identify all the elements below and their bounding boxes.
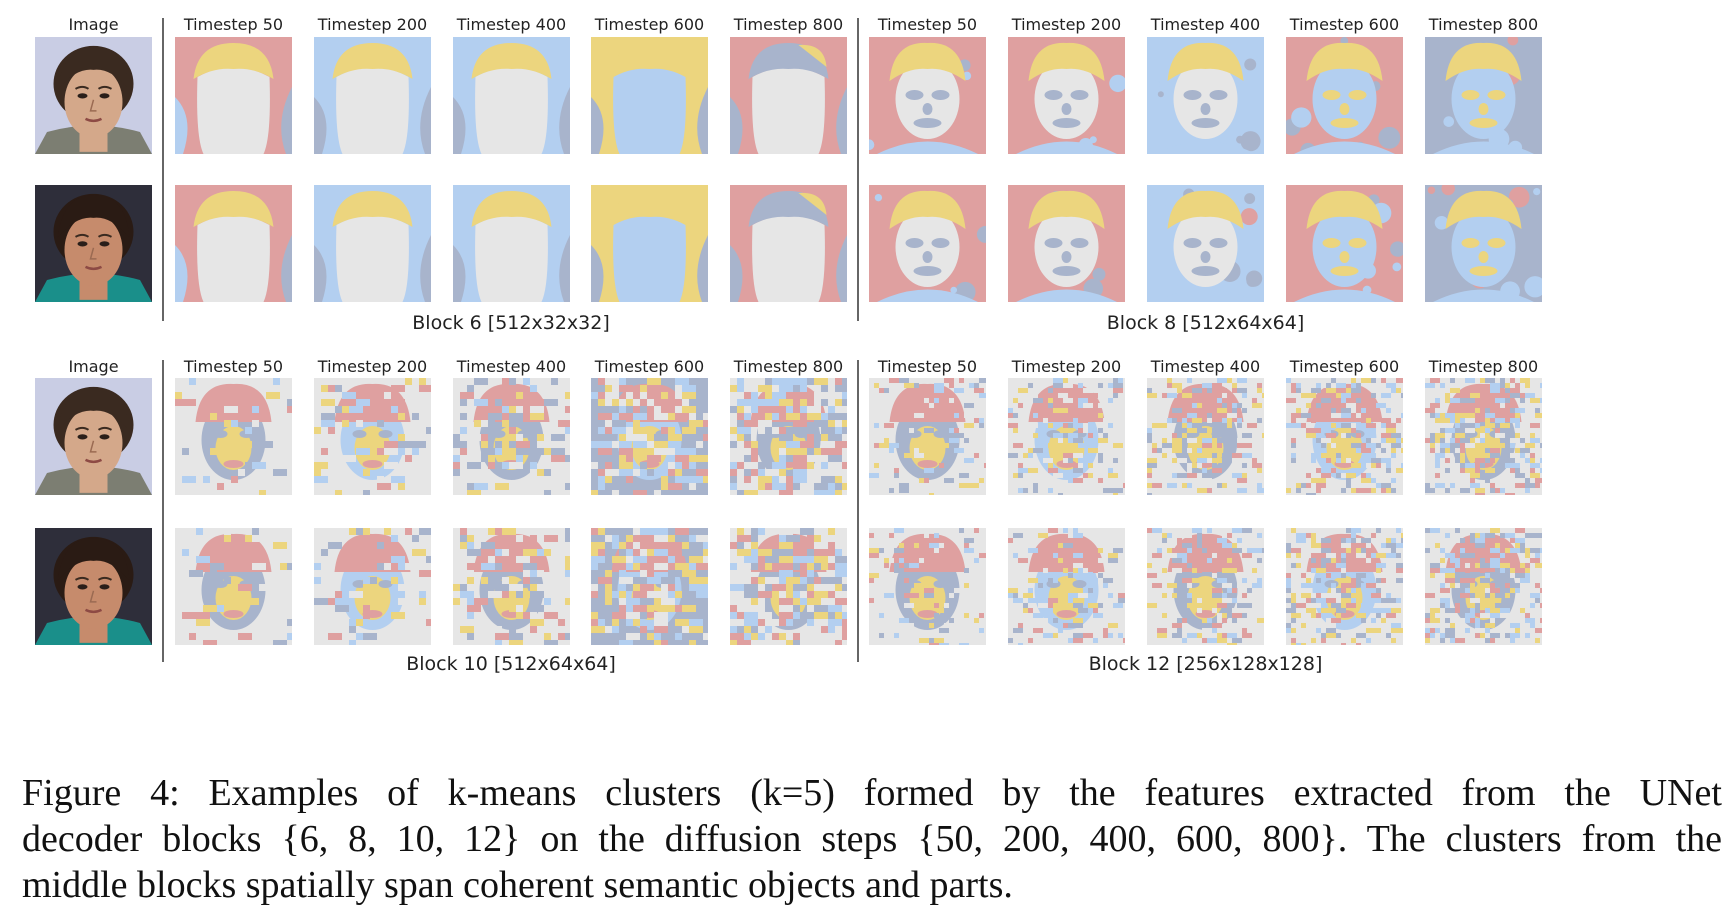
timestep-header-4: Timestep 600: [594, 15, 704, 34]
cluster-map: [1008, 37, 1125, 154]
block-label: Block 12 [256x128x128]: [1089, 653, 1323, 675]
cluster-map: [1147, 37, 1264, 154]
timestep-header-5: Timestep 800: [733, 357, 843, 376]
cluster-map: [1008, 378, 1125, 495]
timestep-header-1: Timestep 50: [183, 357, 283, 376]
cluster-map: [730, 378, 847, 495]
timestep-header-4: Timestep 600: [1289, 15, 1399, 34]
face-image-2: [35, 528, 152, 645]
cluster-map: [314, 378, 431, 495]
timestep-header-2: Timestep 200: [1011, 15, 1121, 34]
cluster-map: [1425, 37, 1542, 154]
cluster-map: [175, 528, 292, 645]
cluster-map: [453, 378, 570, 495]
cluster-map: [453, 37, 570, 154]
cluster-map: [1286, 528, 1403, 645]
cluster-map: [1286, 378, 1403, 495]
timestep-header-4: Timestep 600: [1289, 357, 1399, 376]
cluster-map: [175, 37, 292, 154]
cluster-map: [1147, 528, 1264, 645]
timestep-header-3: Timestep 400: [456, 15, 566, 34]
timestep-header-2: Timestep 200: [317, 357, 427, 376]
figure-caption: Figure 4: Examples of k-means clusters (…: [22, 770, 1722, 908]
caption-line-2: decoder blocks {6, 8, 10, 12} on the dif…: [22, 818, 1722, 860]
timestep-header-5: Timestep 800: [1428, 15, 1538, 34]
cluster-map: [591, 528, 708, 645]
timestep-header-3: Timestep 400: [1150, 357, 1260, 376]
timestep-header-4: Timestep 600: [594, 357, 704, 376]
cluster-map: [591, 37, 708, 154]
cluster-map: [869, 185, 986, 302]
cluster-map: [1286, 37, 1403, 154]
cluster-map: [1147, 378, 1264, 495]
block-label: Block 10 [512x64x64]: [406, 653, 616, 675]
block-label: Block 8 [512x64x64]: [1107, 312, 1305, 334]
cluster-map: [175, 185, 292, 302]
caption-line-3: middle blocks spatially span coherent se…: [22, 864, 1013, 906]
caption-line-1: Figure 4: Examples of k-means clusters (…: [22, 772, 1722, 814]
block-label: Block 6 [512x32x32]: [412, 312, 610, 334]
cluster-map: [314, 185, 431, 302]
timestep-header-1: Timestep 50: [877, 357, 977, 376]
timestep-header-1: Timestep 50: [183, 15, 283, 34]
timestep-header-2: Timestep 200: [317, 15, 427, 34]
cluster-map: [1425, 378, 1542, 495]
cluster-map: [1147, 185, 1264, 302]
cluster-map: [453, 185, 570, 302]
cluster-map: [175, 378, 292, 495]
cluster-map: [730, 37, 847, 154]
cluster-map: [314, 528, 431, 645]
cluster-map: [1008, 185, 1125, 302]
face-image-1: [35, 37, 152, 154]
timestep-header-2: Timestep 200: [1011, 357, 1121, 376]
cluster-map: [1425, 185, 1542, 302]
cluster-map: [1008, 528, 1125, 645]
cluster-map: [869, 37, 986, 154]
cluster-map: [591, 185, 708, 302]
image-column-header: Image: [68, 357, 118, 376]
cluster-map: [1425, 528, 1542, 645]
cluster-map: [453, 528, 570, 645]
cluster-map: [869, 378, 986, 495]
face-image-2: [35, 185, 152, 302]
cluster-map: [1286, 185, 1403, 302]
cluster-map: [314, 37, 431, 154]
cluster-map: [591, 378, 708, 495]
cluster-map: [869, 528, 986, 645]
timestep-header-1: Timestep 50: [877, 15, 977, 34]
cluster-map: [730, 185, 847, 302]
timestep-header-5: Timestep 800: [733, 15, 843, 34]
timestep-header-3: Timestep 400: [1150, 15, 1260, 34]
face-image-1: [35, 378, 152, 495]
timestep-header-3: Timestep 400: [456, 357, 566, 376]
cluster-map: [730, 528, 847, 645]
timestep-header-5: Timestep 800: [1428, 357, 1538, 376]
image-column-header: Image: [68, 15, 118, 34]
